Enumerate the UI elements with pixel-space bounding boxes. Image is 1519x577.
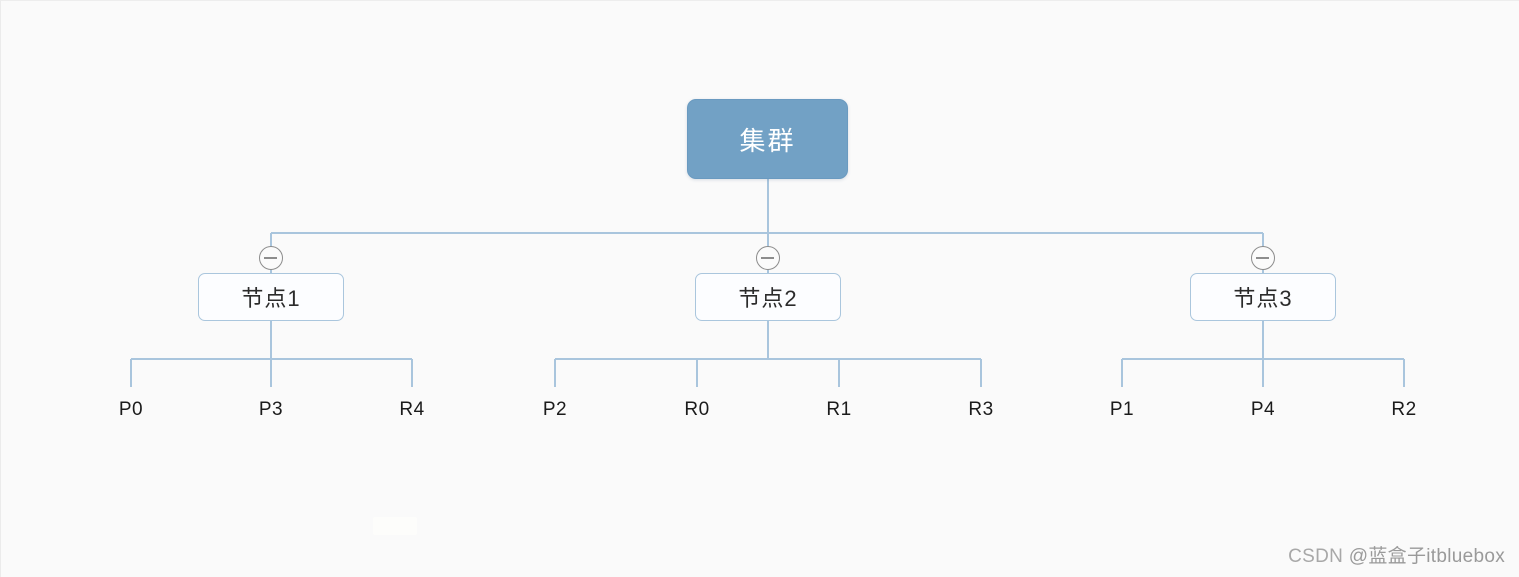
leaf-label-p3: P3 <box>258 399 284 420</box>
csdn-watermark: CSDN @蓝盒子itbluebox <box>1288 541 1505 568</box>
leaf-label-r4: R4 <box>399 399 425 420</box>
collapse-minus-icon-node3[interactable] <box>1251 246 1275 270</box>
faded-artifact <box>373 517 417 535</box>
node-label-node1: 节点1 <box>241 286 301 311</box>
collapse-minus-icon-node1[interactable] <box>259 246 283 270</box>
leaf-label-p2: P2 <box>542 399 568 420</box>
node-box-node3[interactable]: 节点3 <box>1190 273 1336 321</box>
leaf-label-r0: R0 <box>684 399 710 420</box>
leaf-label-p1: P1 <box>1109 399 1135 420</box>
collapse-minus-icon-node2[interactable] <box>756 246 780 270</box>
node-label-node3: 节点3 <box>1233 286 1293 311</box>
leaf-label-r2: R2 <box>1391 399 1417 420</box>
watermark-handle: @蓝盒子itbluebox <box>1348 546 1505 567</box>
root-node-label: 集群 <box>739 125 796 156</box>
leaf-label-r1: R1 <box>826 399 852 420</box>
node-box-node1[interactable]: 节点1 <box>198 273 344 321</box>
leaf-label-p0: P0 <box>118 399 144 420</box>
root-node-cluster[interactable]: 集群 <box>687 99 848 179</box>
watermark-prefix: CSDN <box>1288 546 1349 567</box>
leaf-label-p4: P4 <box>1250 399 1276 420</box>
node-box-node2[interactable]: 节点2 <box>695 273 841 321</box>
leaf-label-r3: R3 <box>968 399 994 420</box>
node-label-node2: 节点2 <box>738 286 798 311</box>
